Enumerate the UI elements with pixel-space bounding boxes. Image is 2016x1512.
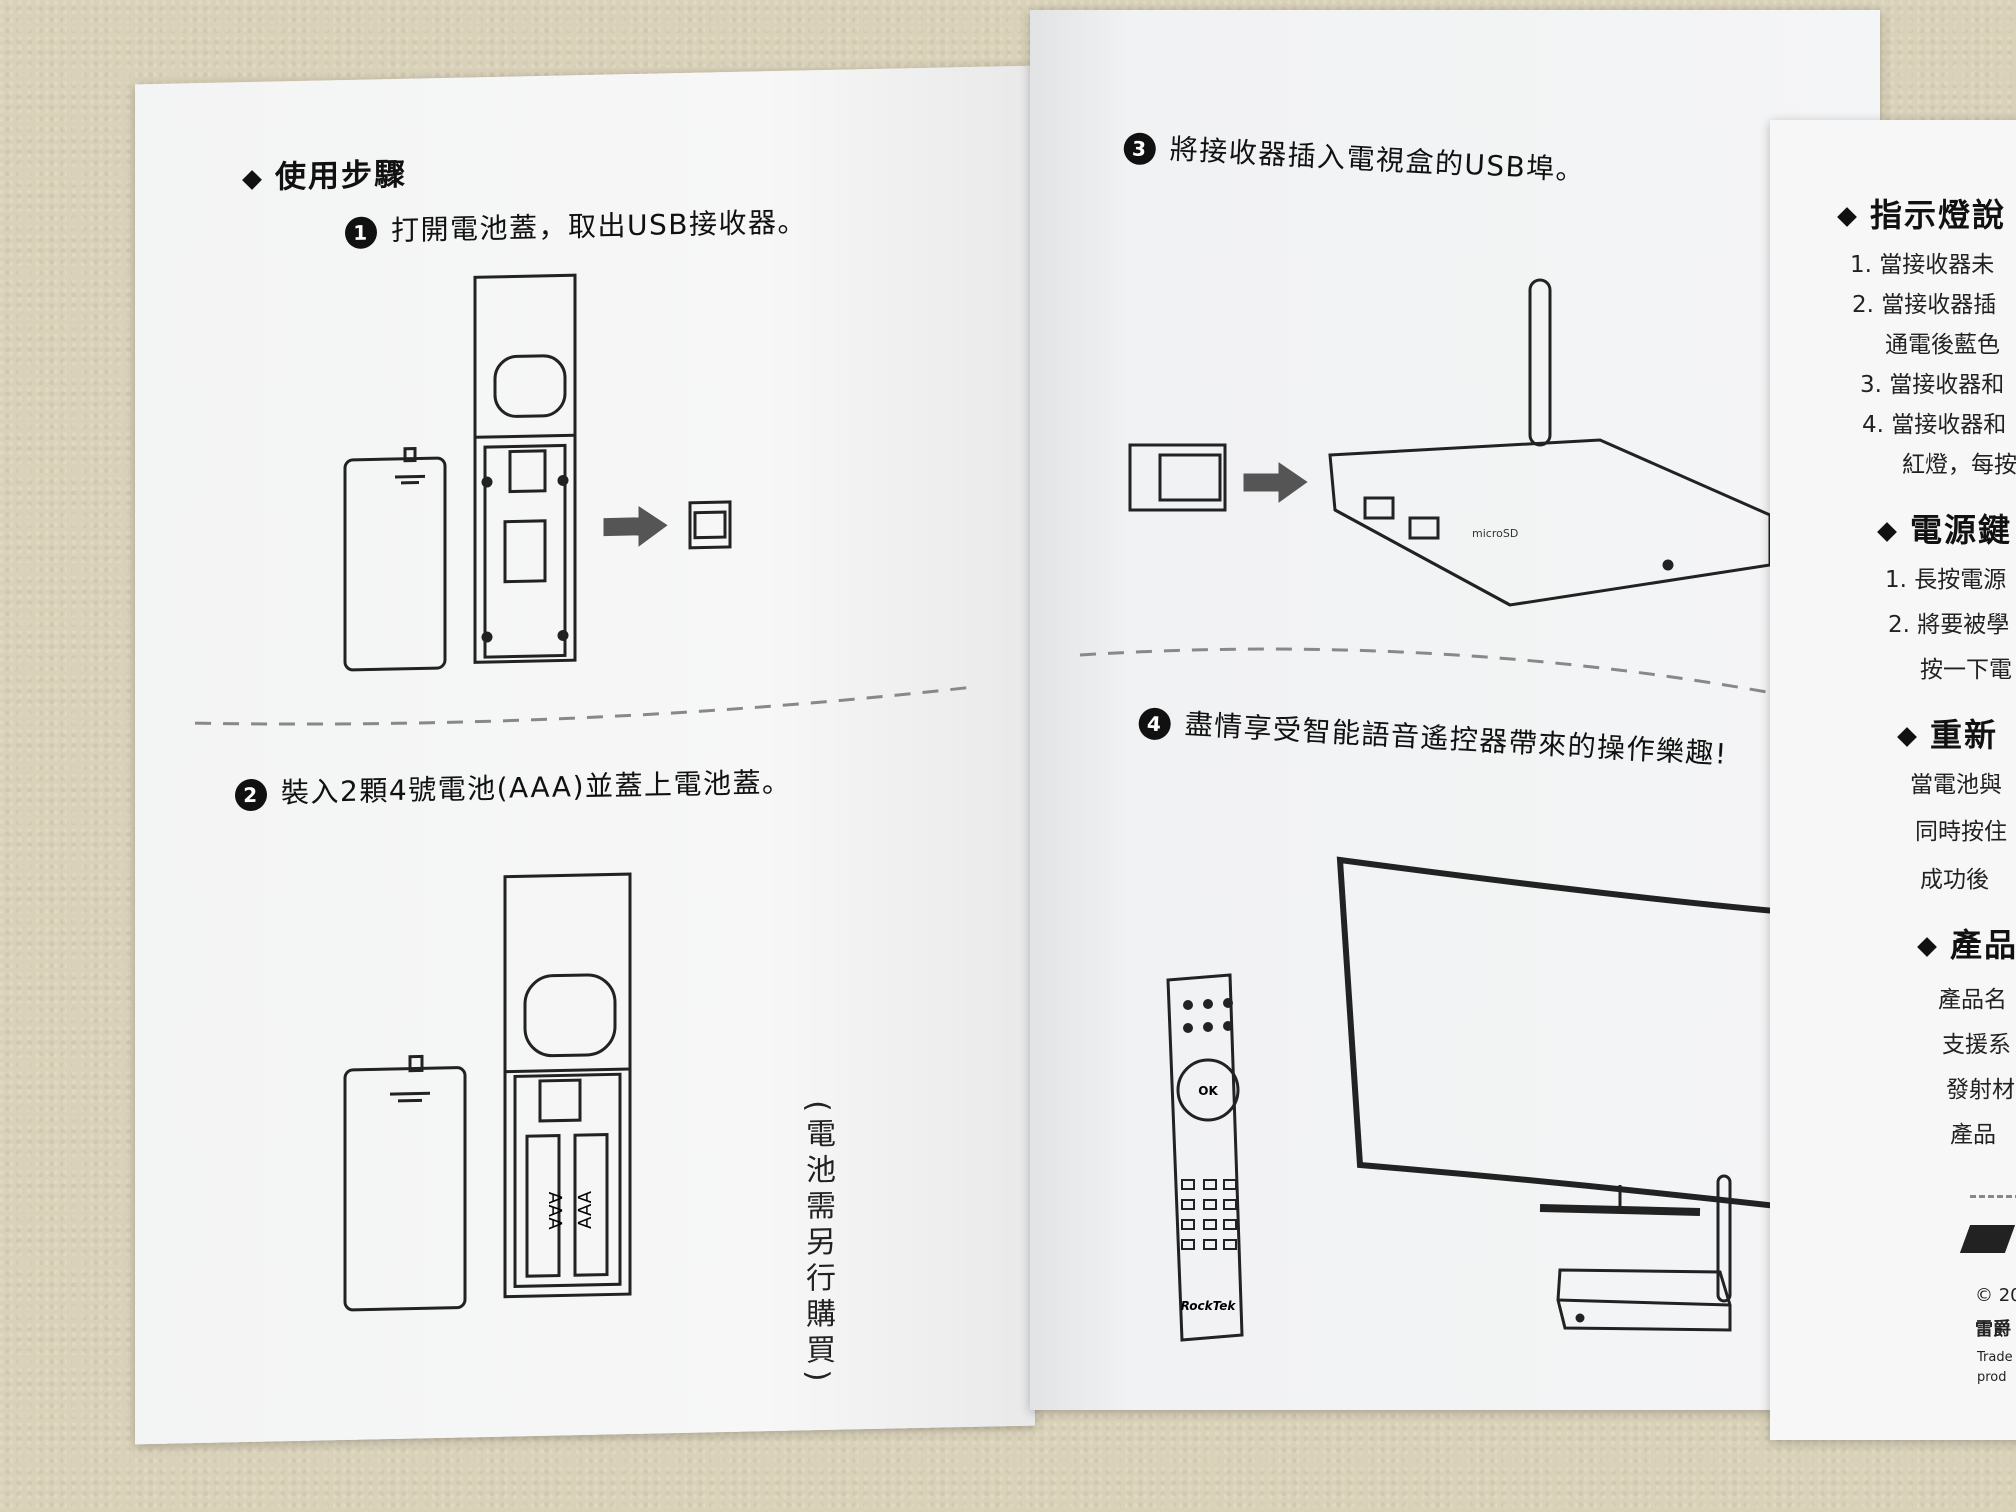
dashed-divider [1970, 1195, 2016, 1198]
text-line: 按一下電 [1920, 657, 2012, 683]
text-line: 產品名 [1938, 987, 2007, 1013]
trademark-text: Trade [1977, 1350, 2013, 1365]
battery-icon [573, 1133, 609, 1277]
usb-receiver-icon [688, 500, 732, 550]
trademark-text: prod [1977, 1370, 2007, 1385]
text-line: 4. 當接收器和 [1862, 412, 2007, 438]
product-heading: 產品 [1917, 920, 2016, 966]
remote-body-icon [473, 273, 577, 664]
dashed-divider [194, 685, 976, 726]
text-line: 產品 [1950, 1122, 1996, 1148]
remote-brand-label: RockTek [1181, 1299, 1237, 1313]
tv-box-icon [1328, 438, 1772, 607]
usage-steps-heading: 使用步驟 [242, 149, 407, 197]
text-line: 支援系 [1942, 1032, 2011, 1058]
text-line: 1. 長按電源 [1885, 567, 2007, 593]
arrow-right-icon [1243, 462, 1308, 503]
text-line: 同時按住 [1915, 819, 2007, 845]
antenna-icon [1528, 278, 1552, 447]
battery-label: AAA [575, 1190, 596, 1229]
step1-illustration [343, 273, 732, 672]
company-text: 雷爵 [1975, 1319, 2011, 1340]
copyright-text: © 20 [1975, 1285, 2016, 1306]
reset-heading: 重新 [1897, 710, 1998, 756]
text-line: 發射材 [1946, 1077, 2015, 1103]
step-number-badge: 2 [235, 778, 267, 812]
text-line: 當電池與 [1910, 772, 2002, 798]
battery-cover-icon [343, 456, 447, 672]
third-page: 指示燈說 1. 當接收器未 2. 當接收器插 通電後藍色 3. 當接收器和 4.… [1770, 120, 2016, 1440]
text-line: 3. 當接收器和 [1860, 372, 2005, 398]
logo-icon [1959, 1225, 2016, 1253]
microsd-label: microSD [1472, 527, 1518, 540]
battery-cover-icon [343, 1066, 467, 1312]
power-key-heading: 電源鍵 [1877, 505, 2012, 551]
diamond-bullet-icon [1917, 937, 1937, 957]
arrow-right-icon [603, 506, 668, 547]
battery-purchase-note: (電池需另行購買) [800, 1099, 835, 1388]
battery-icon [525, 1134, 561, 1278]
diamond-bullet-icon [1837, 207, 1857, 227]
step2-illustration: AAA AAA [343, 872, 632, 1312]
step3-illustration: microSD [1128, 278, 1772, 607]
text-line: 2. 將要被學 [1888, 612, 2010, 638]
indicator-light-heading: 指示燈說 [1837, 190, 2006, 236]
diamond-bullet-icon [1897, 727, 1917, 747]
text-line: 2. 當接收器插 [1852, 292, 1997, 318]
antenna-icon [1716, 1174, 1732, 1303]
text-line: 1. 當接收器未 [1850, 252, 1995, 278]
dashed-divider [1079, 647, 1861, 712]
step-number-badge: 4 [1137, 706, 1172, 741]
remote-body-icon [503, 872, 632, 1299]
remote-ok-label: OK [1198, 1084, 1218, 1098]
step-number-badge: 1 [345, 216, 377, 250]
text-line: 通電後藍色 [1885, 332, 2000, 358]
text-line: 成功後 [1920, 867, 1989, 893]
remote-control-icon [1166, 973, 1244, 1342]
step-number-badge: 3 [1122, 131, 1157, 166]
usb-receiver-icon [1128, 443, 1227, 512]
text-line: 紅燈，每按 [1902, 452, 2016, 478]
diamond-bullet-icon [1877, 522, 1897, 542]
diamond-bullet-icon [242, 169, 262, 190]
battery-label: AAA [544, 1191, 565, 1230]
